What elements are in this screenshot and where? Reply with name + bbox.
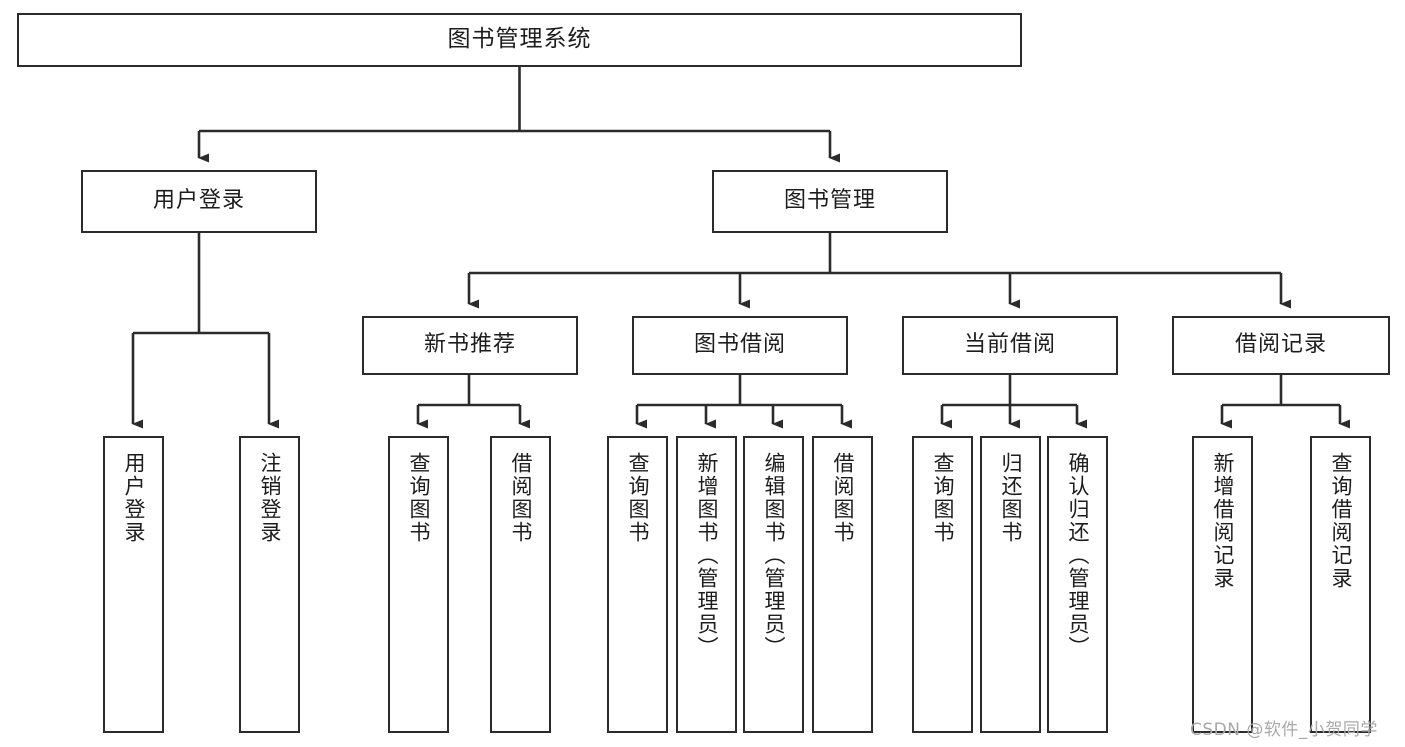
node-leaf-borrow-book-2-label: 借阅图书: [830, 452, 855, 544]
node-book-borrow[interactable]: 图书借阅: [632, 316, 848, 375]
node-borrow-record[interactable]: 借阅记录: [1172, 316, 1390, 375]
node-leaf-query-record[interactable]: 查询借阅记录: [1310, 436, 1371, 733]
node-user-login[interactable]: 用户登录: [81, 170, 317, 233]
node-current-borrow[interactable]: 当前借阅: [902, 316, 1118, 375]
node-leaf-borrow-book-1[interactable]: 借阅图书: [490, 436, 551, 733]
node-leaf-add-record[interactable]: 新增借阅记录: [1192, 436, 1253, 733]
node-root-label: 图书管理系统: [447, 26, 592, 53]
node-leaf-edit-book[interactable]: 编辑图书（管理员）: [743, 436, 804, 733]
node-leaf-add-book-label: 新增图书（管理员）: [694, 452, 719, 659]
node-new-book-recommend[interactable]: 新书推荐: [362, 316, 578, 375]
node-leaf-query-book-2-label: 查询图书: [625, 452, 650, 544]
node-leaf-query-record-label: 查询借阅记录: [1328, 452, 1353, 590]
node-borrow-record-label: 借阅记录: [1234, 332, 1327, 358]
node-leaf-confirm-return[interactable]: 确认归还（管理员）: [1047, 436, 1108, 733]
node-leaf-logout-login-label: 注销登录: [257, 452, 282, 544]
node-user-login-label: 用户登录: [152, 188, 245, 214]
node-leaf-logout-login[interactable]: 注销登录: [239, 436, 300, 733]
node-leaf-query-book-3[interactable]: 查询图书: [912, 436, 973, 733]
node-book-borrow-label: 图书借阅: [693, 332, 786, 358]
node-leaf-borrow-book-1-label: 借阅图书: [508, 452, 533, 544]
node-current-borrow-label: 当前借阅: [963, 332, 1056, 358]
csdn-watermark: CSDN @软件_小贺同学: [1190, 720, 1378, 740]
node-leaf-return-book[interactable]: 归还图书: [980, 436, 1041, 733]
node-leaf-add-book[interactable]: 新增图书（管理员）: [676, 436, 737, 733]
node-leaf-user-login[interactable]: 用户登录: [103, 436, 164, 733]
node-leaf-query-book-3-label: 查询图书: [930, 452, 955, 544]
node-leaf-borrow-book-2[interactable]: 借阅图书: [812, 436, 873, 733]
node-leaf-edit-book-label: 编辑图书（管理员）: [761, 452, 786, 659]
node-leaf-query-book-2[interactable]: 查询图书: [607, 436, 668, 733]
node-leaf-add-record-label: 新增借阅记录: [1210, 452, 1235, 590]
node-leaf-return-book-label: 归还图书: [998, 452, 1023, 544]
node-book-management[interactable]: 图书管理: [712, 170, 948, 233]
node-book-management-label: 图书管理: [783, 188, 876, 214]
node-leaf-user-login-label: 用户登录: [121, 452, 146, 544]
node-leaf-query-book-1-label: 查询图书: [406, 452, 431, 544]
node-leaf-query-book-1[interactable]: 查询图书: [388, 436, 449, 733]
node-leaf-confirm-return-label: 确认归还（管理员）: [1065, 452, 1090, 659]
node-root[interactable]: 图书管理系统: [17, 13, 1022, 67]
node-new-book-recommend-label: 新书推荐: [423, 332, 516, 358]
